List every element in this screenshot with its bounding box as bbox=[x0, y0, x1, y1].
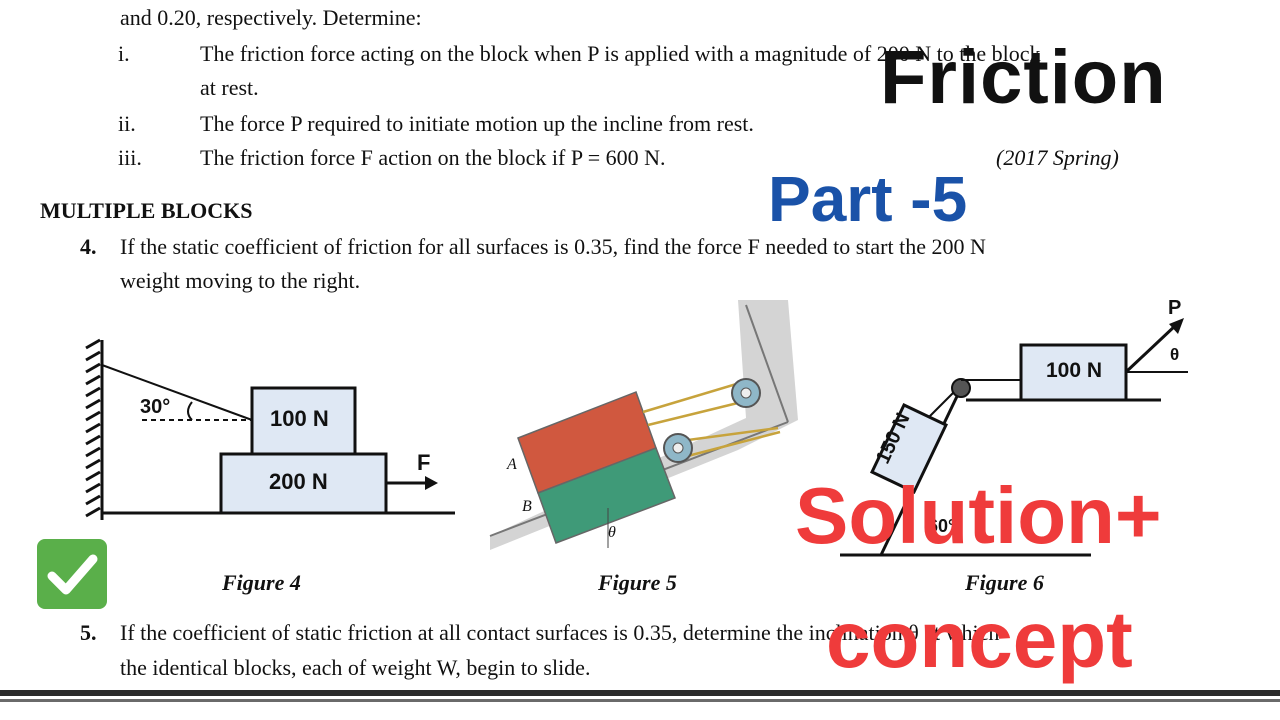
fig5-label-b: B bbox=[522, 498, 532, 515]
figure-5-diagram bbox=[489, 300, 798, 550]
q4-number: 4. bbox=[80, 234, 97, 259]
item-i-number: i. bbox=[118, 41, 130, 66]
q5-line1: If the coefficient of static friction at… bbox=[120, 620, 1000, 645]
fig4-force-label: F bbox=[417, 450, 431, 475]
fig6-top-block-label: 100 N bbox=[1046, 359, 1103, 382]
item-iii-text: The friction force F action on the block… bbox=[200, 145, 666, 170]
section-heading: MULTIPLE BLOCKS bbox=[40, 198, 253, 223]
fig5-angle-label: θ bbox=[608, 524, 616, 541]
fig4-bottom-block-label: 200 N bbox=[269, 469, 328, 494]
overlay-solution: Solution+ bbox=[795, 471, 1162, 560]
check-mark-glyph bbox=[47, 554, 98, 595]
citation: (2017 Spring) bbox=[996, 145, 1119, 170]
fig4-top-block-label: 100 N bbox=[270, 406, 329, 431]
footer-divider bbox=[0, 690, 1280, 696]
figure-4-caption: Figure 4 bbox=[222, 570, 301, 595]
footer-divider-thin bbox=[0, 699, 1280, 702]
q5-line2: the identical blocks, each of weight W, … bbox=[120, 655, 591, 680]
figure-6-diagram bbox=[840, 318, 1188, 557]
fig6-angle-label: θ bbox=[1170, 345, 1180, 364]
check-mark-icon bbox=[37, 539, 107, 609]
fig5-label-a: A bbox=[507, 456, 517, 473]
q5-number: 5. bbox=[80, 620, 97, 645]
item-i-text-cont: at rest. bbox=[200, 75, 259, 100]
item-iii-number: iii. bbox=[118, 145, 142, 170]
fig4-angle-label: 30° bbox=[140, 396, 171, 418]
overlay-concept: concept bbox=[826, 595, 1133, 684]
figure-5-caption: Figure 5 bbox=[598, 570, 677, 595]
q4-line1: If the static coefficient of friction fo… bbox=[120, 234, 986, 259]
item-i-text: The friction force acting on the block w… bbox=[200, 41, 1041, 66]
item-ii-number: ii. bbox=[118, 111, 136, 136]
q4-line2: weight moving to the right. bbox=[120, 268, 361, 293]
fig6-force-label: P bbox=[1168, 297, 1182, 319]
overlay-title: Friction bbox=[880, 35, 1167, 120]
figure-6-caption: Figure 6 bbox=[965, 570, 1044, 595]
item-ii-text: The force P required to initiate motion … bbox=[200, 111, 754, 136]
fig6-angle2-label: 60° bbox=[928, 516, 956, 536]
intro-line: and 0.20, respectively. Determine: bbox=[120, 5, 422, 30]
figure-4-diagram bbox=[85, 338, 455, 520]
overlay-part: Part -5 bbox=[768, 163, 968, 235]
